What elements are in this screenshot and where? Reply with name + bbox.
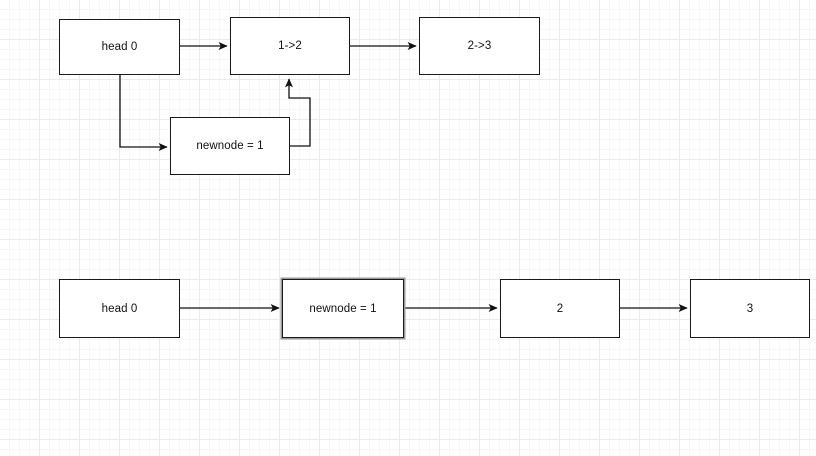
node-label: 3 <box>746 302 754 315</box>
node-label: newnode = 1 <box>196 140 264 152</box>
node-label: 1->2 <box>278 40 302 52</box>
node-label: head 0 <box>101 302 138 315</box>
node-head-0-top[interactable]: head 0 <box>59 19 180 75</box>
node-label: head 0 <box>101 41 138 53</box>
node-2[interactable]: 2 <box>500 279 620 338</box>
node-label: 2->3 <box>467 40 492 52</box>
node-label: 2 <box>556 302 564 315</box>
connector-head-to-newnode <box>119 75 168 152</box>
node-3[interactable]: 3 <box>690 279 810 338</box>
node-head-0-bottom[interactable]: head 0 <box>59 279 180 338</box>
node-1-to-2[interactable]: 1->2 <box>230 17 350 75</box>
node-newnode-bottom[interactable]: newnode = 1 <box>282 279 404 338</box>
node-2-to-3[interactable]: 2->3 <box>419 17 540 75</box>
connector-newnode-to-1-2 <box>284 78 311 147</box>
node-newnode-top[interactable]: newnode = 1 <box>170 117 290 175</box>
node-label: newnode = 1 <box>309 302 377 315</box>
